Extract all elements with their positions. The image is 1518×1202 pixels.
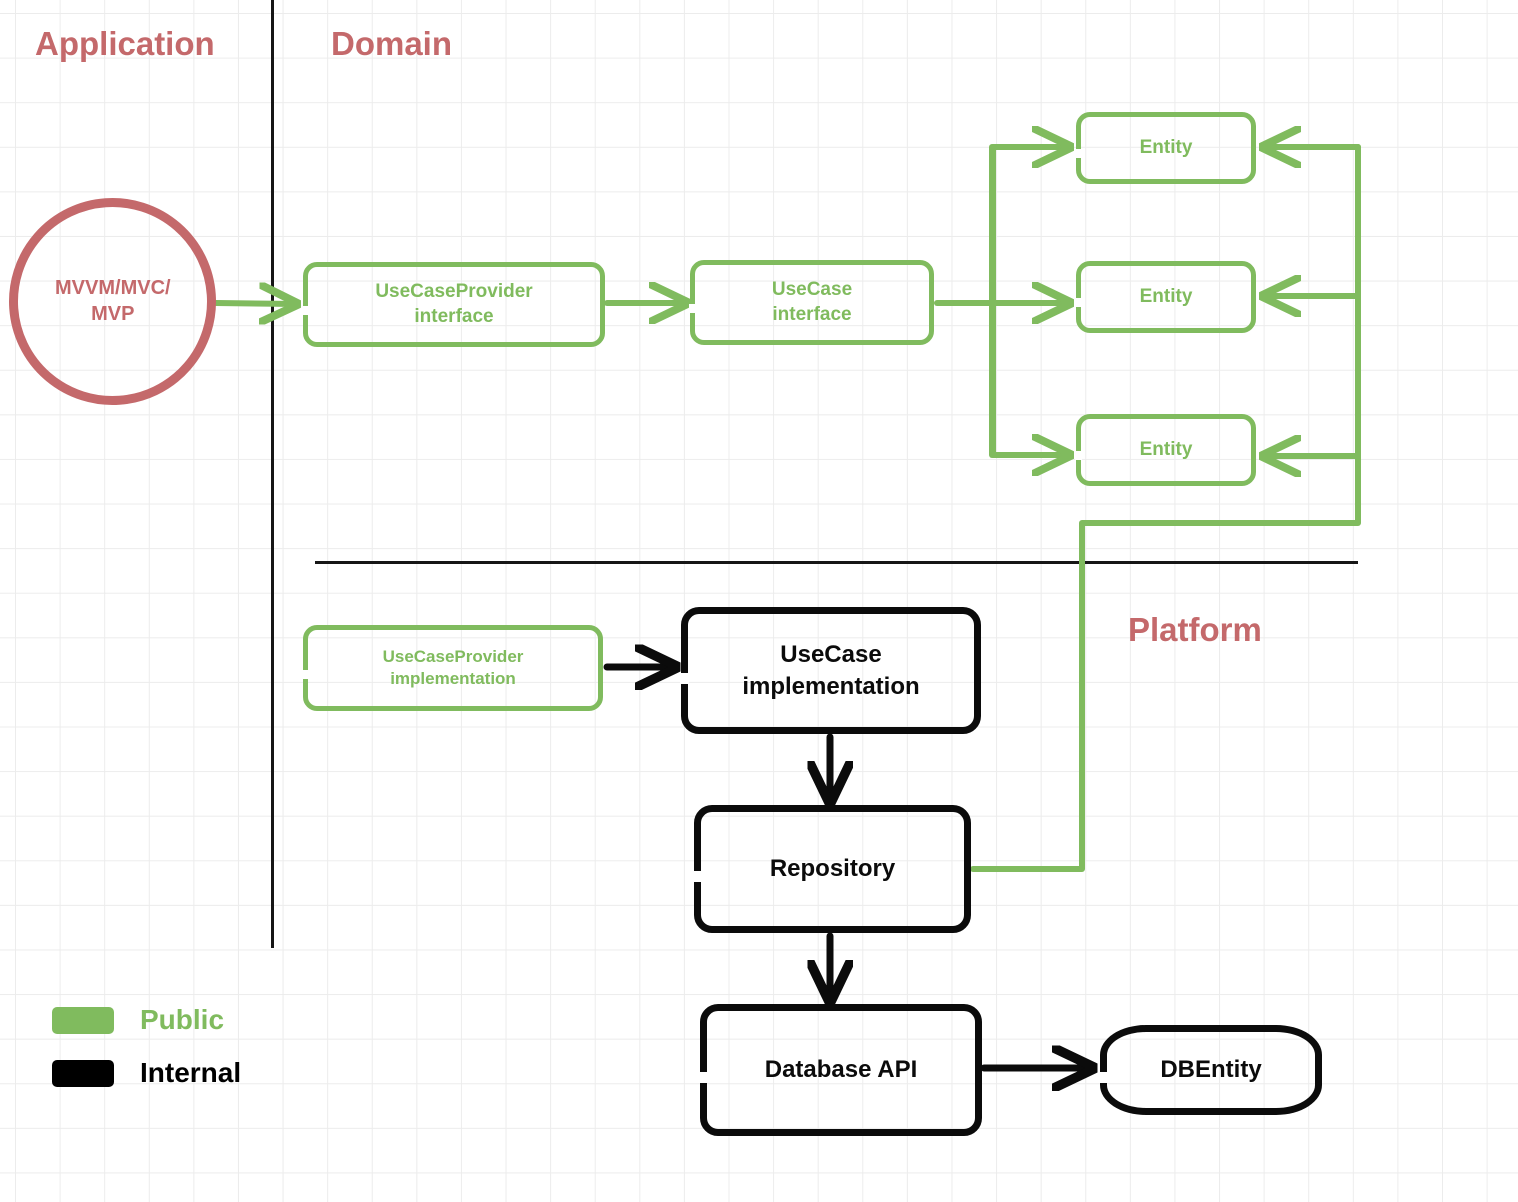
usecase-interface-line1: UseCase (771, 278, 853, 300)
presentation-label-line2: MVP (90, 302, 135, 325)
node-usecaseprovider-interface[interactable]: UseCaseProvider interface (302, 262, 605, 347)
node-usecase-implementation[interactable]: UseCase implementation (680, 607, 981, 734)
legend-swatch-internal (52, 1059, 114, 1087)
application-domain-divider (271, 0, 274, 948)
zone-label-application: Application (35, 25, 215, 62)
legend-label-internal: Internal (140, 1057, 242, 1088)
zone-label-platform: Platform (1128, 611, 1262, 648)
domain-platform-divider (315, 561, 1358, 564)
presentation-label-line1: MVVM/MVC/ (54, 276, 171, 299)
legend-swatch-public (52, 1006, 114, 1034)
entity-1-label: Entity (1139, 136, 1193, 158)
usecaseprovider-interface-line1: UseCaseProvider (375, 280, 533, 302)
node-usecaseprovider-implementation[interactable]: UseCaseProvider implementation (302, 625, 603, 711)
usecaseprovider-interface-line2: interface (414, 305, 494, 327)
usecaseprovider-implementation-line1: UseCaseProvider (382, 646, 524, 666)
repository-label: Repository (769, 855, 896, 883)
usecase-implementation-line2: implementation (742, 672, 920, 700)
node-entity-2[interactable]: Entity (1075, 261, 1256, 333)
node-usecase-interface[interactable]: UseCase interface (689, 260, 934, 345)
node-entity-1[interactable]: Entity (1075, 112, 1256, 184)
node-dbentity[interactable]: DBEntity (1099, 1025, 1322, 1115)
entity-3-label: Entity (1139, 438, 1193, 460)
legend-item-public: Public (52, 1004, 224, 1036)
node-database-api[interactable]: Database API (699, 1004, 982, 1136)
entity-2-label: Entity (1139, 285, 1193, 307)
node-presentation-mvvm-mvc-mvp[interactable]: MVVM/MVC/ MVP (2, 191, 223, 412)
node-repository[interactable]: Repository (693, 805, 971, 933)
legend-label-public: Public (140, 1004, 225, 1035)
zone-label-domain: Domain (331, 25, 453, 62)
usecase-interface-line2: interface (772, 303, 852, 325)
database-api-label: Database API (764, 1056, 918, 1084)
legend-item-internal: Internal (52, 1057, 241, 1089)
node-entity-3[interactable]: Entity (1075, 414, 1256, 486)
dbentity-label: DBEntity (1160, 1056, 1262, 1084)
usecase-implementation-line1: UseCase (780, 641, 882, 669)
usecaseprovider-implementation-line2: implementation (390, 669, 516, 688)
